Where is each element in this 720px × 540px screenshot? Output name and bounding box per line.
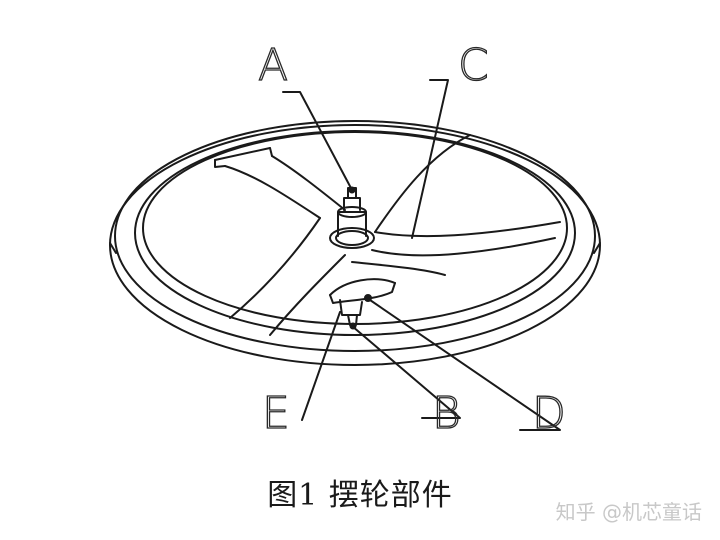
leader-C <box>411 79 449 239</box>
leader-B <box>351 325 461 419</box>
figure-caption: 图1 摆轮部件 <box>267 478 453 513</box>
callout-label-C: C <box>458 40 489 91</box>
callout-label-E: E <box>262 388 290 439</box>
watermark: 知乎 @机芯童话 <box>555 500 702 524</box>
balance-arms <box>214 134 561 336</box>
leader-E <box>301 311 341 421</box>
leader-A <box>282 91 353 191</box>
callout-label-A: A <box>258 40 288 91</box>
roller-table <box>329 278 396 330</box>
leader-lines <box>282 79 561 431</box>
callout-label-B: B <box>432 388 461 439</box>
balance-staff <box>329 186 375 249</box>
leader-D <box>369 299 561 431</box>
callout-label-D: D <box>532 388 566 439</box>
